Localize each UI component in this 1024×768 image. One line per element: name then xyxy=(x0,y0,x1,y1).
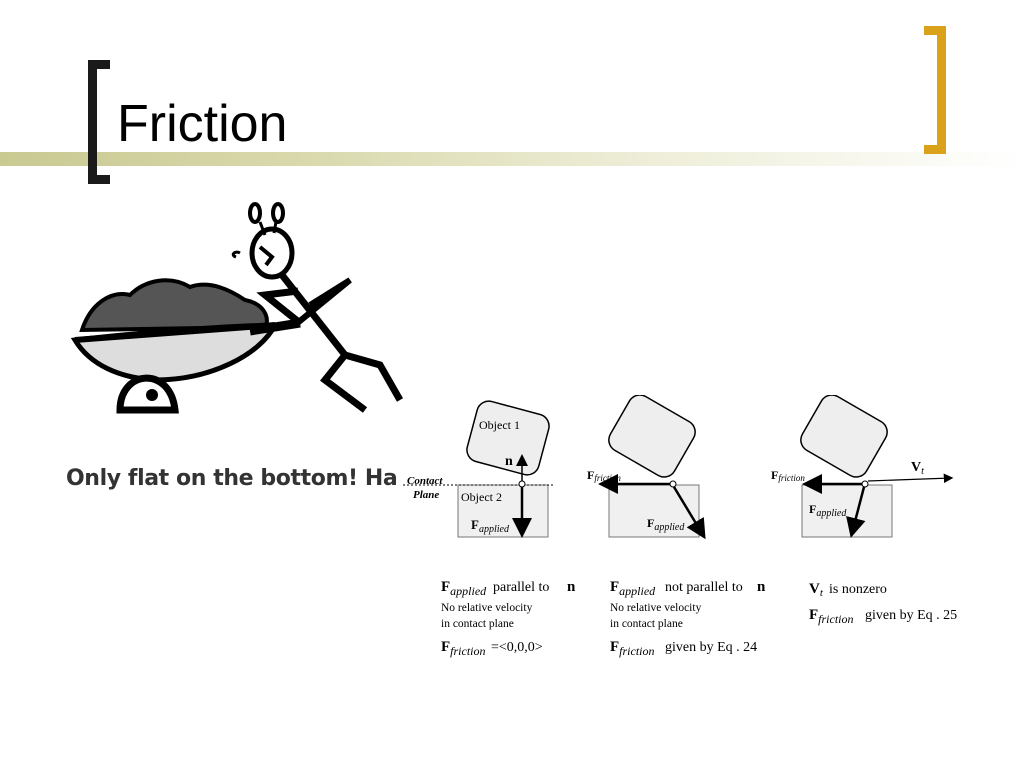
cap2-line4: given by Eq . 24 xyxy=(665,640,757,655)
applied-force-arrow xyxy=(672,486,706,540)
cap3-V: V xyxy=(809,581,820,597)
cap2-sub2: friction xyxy=(619,644,654,658)
force-subscript: applied xyxy=(654,522,685,533)
normal-label: n xyxy=(505,454,513,469)
cartoon-caption: Only flat on the bottom! Ha H xyxy=(66,466,401,491)
svg-text:Fapplied: Fapplied xyxy=(441,579,487,598)
friction-subscript: friction xyxy=(594,473,621,483)
svg-text:Vt: Vt xyxy=(911,460,924,477)
diagram-3-nonzero-velocity: Ffriction Vt Fapplied Vt is nonzero Ffri… xyxy=(771,395,957,626)
svg-text:Ffriction: Ffriction xyxy=(610,639,655,658)
cap2-line2: No relative velocity xyxy=(610,602,702,614)
plane-label: Plane xyxy=(413,489,439,501)
friction-symbol: F xyxy=(771,468,778,482)
object-1-label: Object 1 xyxy=(479,418,520,432)
object-2-label: Object 2 xyxy=(461,490,502,504)
diagram-1-parallel: Object 1 Object 2 n Contact Plane Fappli… xyxy=(403,400,576,658)
cap1-F2: F xyxy=(441,639,450,655)
friction-symbol: F xyxy=(587,468,594,482)
cap2-main: not parallel to xyxy=(665,580,743,595)
title-accent-band xyxy=(0,152,1024,166)
force-subscript: applied xyxy=(479,524,510,535)
cap3-sub2: friction xyxy=(818,612,853,626)
svg-text:Ffriction: Ffriction xyxy=(771,468,805,483)
cap1-sub: applied xyxy=(450,584,487,598)
contact-label: Contact xyxy=(407,475,443,487)
cap1-main: parallel to xyxy=(493,580,549,595)
force-symbol: F xyxy=(471,517,479,532)
force-symbol: F xyxy=(647,516,654,530)
velocity-subscript: t xyxy=(921,466,924,477)
cap2-F: F xyxy=(610,579,619,595)
cap1-n: n xyxy=(567,579,576,595)
svg-text:Ffriction: Ffriction xyxy=(441,639,486,658)
svg-text:Ffriction: Ffriction xyxy=(809,607,854,626)
slide-title: Friction xyxy=(117,95,288,153)
cap1-line3: in contact plane xyxy=(441,618,514,630)
force-symbol: F xyxy=(809,502,816,516)
cap1-F: F xyxy=(441,579,450,595)
cap1-line2: No relative velocity xyxy=(441,602,533,614)
velocity-arrow xyxy=(867,473,954,484)
friction-subscript: friction xyxy=(778,473,805,483)
cap3-line2: given by Eq . 25 xyxy=(865,608,957,623)
svg-text:Fapplied: Fapplied xyxy=(647,516,685,533)
cap2-F2: F xyxy=(610,639,619,655)
object-1-box xyxy=(800,395,888,478)
diagram-2-not-parallel: Ffriction Fapplied Fapplied not parallel… xyxy=(587,395,766,658)
wheelbarrow-cartoon-illustration xyxy=(70,202,404,414)
object-1-box xyxy=(608,395,696,478)
friction-diagrams: Object 1 Object 2 n Contact Plane Fappli… xyxy=(403,395,957,658)
cap2-sub: applied xyxy=(619,584,656,598)
svg-text:Fapplied: Fapplied xyxy=(610,579,656,598)
cap3-main: is nonzero xyxy=(829,582,887,597)
force-subscript: applied xyxy=(816,508,847,519)
object-2-box xyxy=(457,484,549,538)
left-bracket-decoration xyxy=(88,60,110,184)
applied-force-arrow xyxy=(846,486,866,538)
cap1-sub2: friction xyxy=(450,644,485,658)
svg-text:Vt: Vt xyxy=(809,581,824,599)
cap3-F: F xyxy=(809,607,818,623)
velocity-symbol: V xyxy=(911,460,921,475)
cap2-line3: in contact plane xyxy=(610,618,683,630)
cap1-line4: =<0,0,0> xyxy=(491,640,543,655)
svg-text:Fapplied: Fapplied xyxy=(471,517,510,535)
right-bracket-decoration xyxy=(924,26,946,154)
svg-text:Ffriction: Ffriction xyxy=(587,468,621,483)
object-1-box xyxy=(466,400,550,476)
svg-text:Fapplied: Fapplied xyxy=(809,502,847,519)
cap3-sub: t xyxy=(820,587,824,599)
cap2-n: n xyxy=(757,579,766,595)
